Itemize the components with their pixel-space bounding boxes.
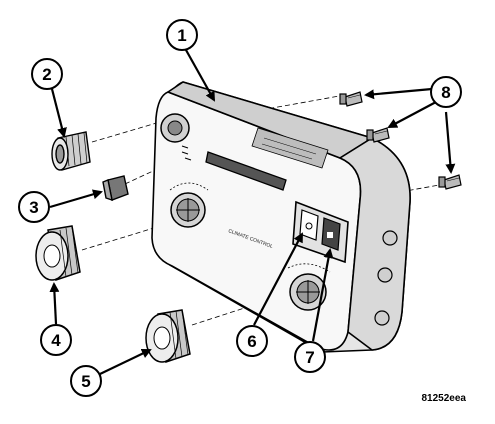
mounting-boss-upper [382, 230, 398, 246]
figure-id: 81252eea [422, 393, 467, 404]
callout-6: 6 [236, 325, 268, 357]
svg-text:8: 8 [441, 83, 450, 102]
callout-5: 5 [70, 365, 102, 397]
callout-7: 7 [294, 341, 326, 373]
svg-text:5: 5 [81, 372, 90, 391]
front-panel-details [160, 113, 349, 311]
callout-8: 8 [430, 76, 462, 108]
mounting-boss-middle [377, 267, 393, 283]
callout-4: 4 [40, 324, 72, 356]
svg-text:4: 4 [51, 331, 61, 350]
large-knob-upper [35, 225, 81, 281]
small-knob [51, 131, 91, 171]
svg-text:6: 6 [247, 332, 256, 351]
large-knob-lower [145, 309, 191, 363]
lever-slot [205, 151, 287, 191]
mounting-boss-lower [374, 310, 390, 326]
svg-text:1: 1 [177, 26, 186, 45]
push-button-left [299, 209, 319, 241]
screw-upper [339, 91, 363, 107]
callout-1: 1 [166, 19, 198, 51]
control-head-assembly [151, 81, 411, 353]
svg-text:7: 7 [305, 348, 314, 367]
leader-arrows [49, 49, 456, 375]
callout-3: 3 [18, 191, 50, 223]
svg-text:2: 2 [42, 65, 51, 84]
lever-knob [102, 175, 129, 202]
screw-lower [438, 174, 462, 190]
housing-side-rim [339, 137, 411, 351]
svg-text:3: 3 [29, 198, 38, 217]
screw-middle [366, 127, 390, 143]
callout-2: 2 [31, 58, 63, 90]
